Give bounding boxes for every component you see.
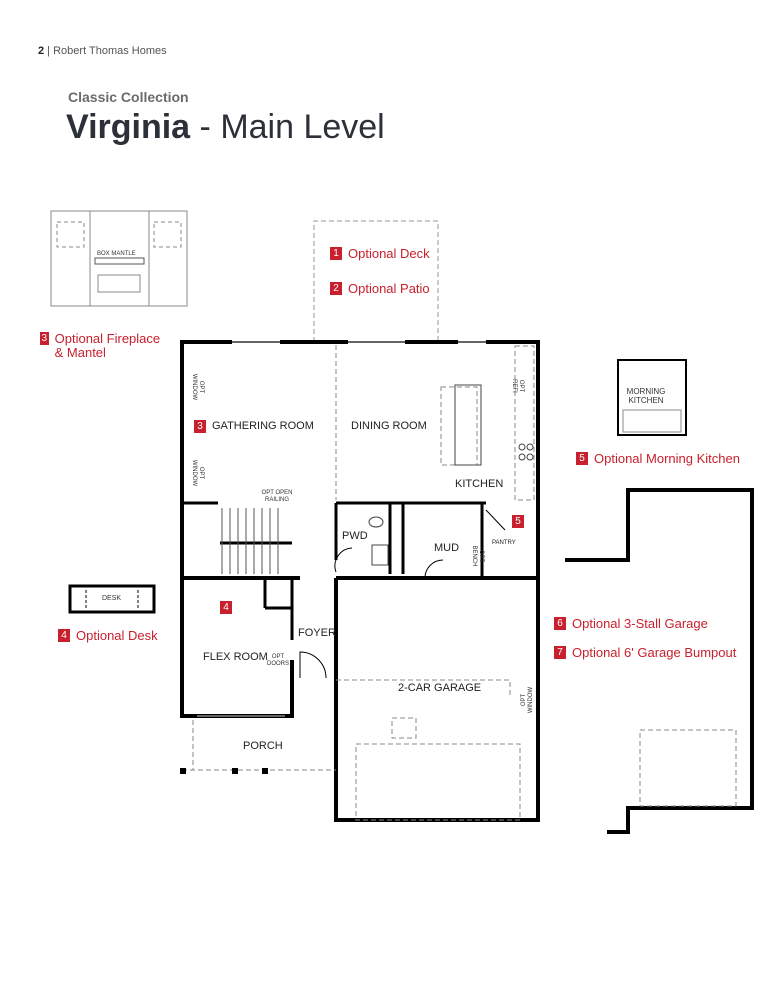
level-name: - Main Level xyxy=(199,108,385,146)
option-number-badge: 5 xyxy=(576,452,588,465)
note-opt-bench: OPT BENCH xyxy=(471,545,484,567)
brand-name: Robert Thomas Homes xyxy=(53,45,167,57)
note-opt-window: OPT WINDOW xyxy=(191,459,204,487)
room-flex: FLEX ROOM xyxy=(203,651,268,663)
page-number: 2 xyxy=(38,45,45,57)
room-pantry: PANTRY xyxy=(492,540,516,546)
option-label: Optional Desk xyxy=(76,628,158,643)
optional-garage-door-outline xyxy=(639,729,737,807)
option-number-badge: 4 xyxy=(58,629,70,642)
option-1: 1 Optional Deck xyxy=(330,247,430,261)
option-number-badge: 7 xyxy=(554,646,566,659)
option-label: Optional Patio xyxy=(348,281,430,296)
option-number-badge: 3 xyxy=(40,332,49,345)
stairs xyxy=(221,508,279,574)
option-4: 4 Optional Desk xyxy=(58,629,158,643)
option-6: 6 Optional 3-Stall Garage xyxy=(554,617,708,631)
page-header: 2 | Robert Thomas Homes xyxy=(38,45,167,57)
marker-3: 3 xyxy=(194,420,206,433)
room-pwd: PWD xyxy=(342,530,368,542)
option-number-badge: 1 xyxy=(330,247,342,260)
room-garage: 2-CAR GARAGE xyxy=(398,682,482,694)
fireplace-mantel-detail xyxy=(50,210,188,307)
option-number-badge: 2 xyxy=(330,282,342,295)
morning-kitchen-detail xyxy=(617,359,687,436)
option-number-badge: 6 xyxy=(554,617,566,630)
option-label: Optional Morning Kitchen xyxy=(594,451,740,466)
note-opt-refi: OPT REFI xyxy=(511,379,524,393)
desk-label: DESK xyxy=(102,595,122,602)
marker-4: 4 xyxy=(220,601,232,614)
option-label: Optional 3-Stall Garage xyxy=(572,616,708,631)
fixtures xyxy=(368,384,534,566)
doors xyxy=(299,509,506,679)
option-2: 2 Optional Patio xyxy=(330,282,430,296)
note-opt-doors: OPT DOORS xyxy=(266,654,289,667)
note-garage-opt-window: OPT WINDOW xyxy=(521,686,534,714)
desk-detail xyxy=(68,584,156,614)
box-mantle-label: BOX MANTLE xyxy=(97,251,136,257)
option-5: 5 Optional Morning Kitchen xyxy=(576,452,740,466)
room-dining: DINING ROOM xyxy=(351,420,427,432)
optional-deck-outline xyxy=(313,220,439,342)
optional-garage-walls xyxy=(565,488,754,834)
note-opt-window: OPT WINDOW xyxy=(191,373,204,401)
room-porch: PORCH xyxy=(243,740,283,752)
marker-5: 5 xyxy=(512,515,524,528)
plan-name: Virginia xyxy=(66,108,191,146)
note-open-railing: OPT OPEN RAILING xyxy=(261,490,293,503)
option-3: 3 Optional Fireplace & Mantel xyxy=(40,332,170,360)
option-label: Optional Fireplace & Mantel xyxy=(54,331,161,360)
room-morning-kitchen: MORNING KITCHEN xyxy=(626,387,666,405)
dashed-lines xyxy=(182,345,535,821)
windows xyxy=(197,341,486,717)
porch-posts xyxy=(180,768,268,774)
option-label: Optional 6' Garage Bumpout xyxy=(572,645,737,660)
room-foyer: FOYER xyxy=(298,627,336,639)
house-walls xyxy=(180,340,540,822)
room-kitchen: KITCHEN xyxy=(455,478,504,490)
room-mud: MUD xyxy=(434,542,460,554)
collection-label: Classic Collection xyxy=(68,89,189,105)
page-title: Virginia - Main Level xyxy=(66,108,385,147)
option-7: 7 Optional 6' Garage Bumpout xyxy=(554,646,736,660)
room-gathering: GATHERING ROOM xyxy=(212,420,314,432)
option-label: Optional Deck xyxy=(348,246,430,261)
